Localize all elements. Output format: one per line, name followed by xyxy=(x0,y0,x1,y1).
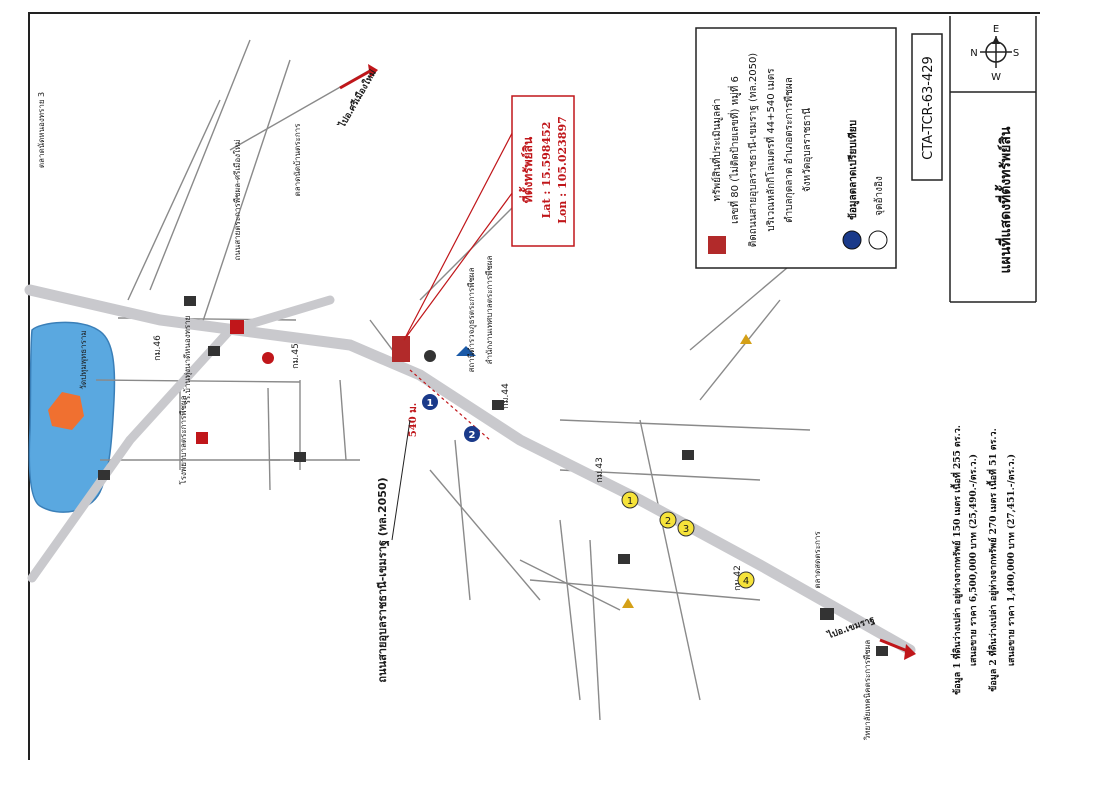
hospital-icon xyxy=(230,320,244,334)
school-icon xyxy=(492,400,504,410)
legend-subject-swatch xyxy=(708,236,726,254)
legend-subject-line: ติดถนนสายอุบลราชธานี-เขมราฐ (ทล.2050) xyxy=(747,53,759,247)
comparable-point-2: 2 xyxy=(659,511,677,529)
place-label: สำนักงานเทศบาลตระการพืชผล xyxy=(485,255,494,364)
compass-s: S xyxy=(1013,48,1019,59)
note-line: เสนอขาย ราคา 1,400,000 บาท (27,451.-/ตร.… xyxy=(1006,454,1017,666)
compass-w: W xyxy=(991,72,1001,83)
legend-subject-line: เลขที่ 80 (ไม่ติดป้ายเลขที่) หมู่ที่ 6 xyxy=(727,76,741,224)
svg-text:3: 3 xyxy=(683,524,689,535)
comparable-point-3: 3 xyxy=(677,519,695,537)
school-icon xyxy=(876,646,888,656)
office-icon xyxy=(424,350,436,362)
comparable-point-1: 1 xyxy=(621,491,639,509)
gas-station-icon xyxy=(262,352,274,364)
page-frame xyxy=(28,12,1040,760)
legend-reference-label: จุดอ้างอิง xyxy=(873,176,885,216)
reference-point-1: 1 xyxy=(422,394,438,410)
direction-arrows xyxy=(339,64,916,660)
legend-panel: ทรัพย์สินที่ประเมินมูลค่า เลขที่ 80 (ไม่… xyxy=(695,27,897,269)
km-marker-45: กม.45 xyxy=(291,343,301,369)
reference-points: 1 2 xyxy=(422,394,480,442)
school-icon xyxy=(618,554,630,564)
place-label: ตลาดนัดบ้านตระการ xyxy=(293,123,302,197)
legend-subject-line: จังหวัดอุบลราชธานี xyxy=(801,108,813,192)
subject-lon: Lon : 105.023897 xyxy=(556,116,569,224)
temple-icon xyxy=(622,598,634,608)
minor-roads xyxy=(95,39,821,721)
svg-text:2: 2 xyxy=(469,430,476,441)
distance-label: 540 ม. xyxy=(408,403,419,437)
km-markers: กม.46 กม.45 กม.44 กม.43 กม.42 xyxy=(153,335,743,591)
place-label: สถานีตำรวจภูธรตระการพืชผล xyxy=(467,267,477,372)
note-line: ข้อมูล 1 ที่ดินว่างเปล่า อยู่ห่างจากทรัพ… xyxy=(950,425,963,695)
reference-point-2: 2 xyxy=(464,426,480,442)
place-label: วัดปทุมพุทธาราม xyxy=(79,330,88,389)
compass-e: E xyxy=(993,24,999,35)
legend-subject-line: ตำบลกุดลาด อำเภอตระการพืชผล xyxy=(783,77,795,223)
note-line: เสนอขาย ราคา 6,500,000 บาท (25,490.-/ตร.… xyxy=(968,454,979,666)
svg-text:4: 4 xyxy=(743,576,749,587)
svg-text:1: 1 xyxy=(627,496,633,507)
place-label: วิทยาลัยเทคนิคตระการพืชผล xyxy=(863,640,872,741)
km-marker-46: กม.46 xyxy=(153,335,163,361)
place-label: ตลาดสดตระการ xyxy=(813,531,822,589)
school-icon xyxy=(98,470,110,480)
school-icon xyxy=(682,450,694,460)
subject-callout: ที่ตั้งทรัพย์สิน Lat : 15.598452 Lon : 1… xyxy=(403,95,575,341)
place-icons xyxy=(98,296,888,656)
market-icon xyxy=(820,608,834,620)
compass-rose-icon: N E S W xyxy=(970,24,1019,83)
legend-subject-label: ทรัพย์สินที่ประเมินมูลค่า xyxy=(709,99,723,202)
arrow-up-right-icon xyxy=(368,64,378,78)
subject-property-marker xyxy=(392,336,410,362)
place-label: ตลาดนัดหนองทราย 3 xyxy=(37,92,46,168)
subject-lat: Lat : 15.598452 xyxy=(540,122,553,219)
police-icon xyxy=(196,432,208,444)
main-roads xyxy=(24,284,916,656)
temple-icon xyxy=(48,392,84,430)
distance-indicator: 540 ม. xyxy=(408,369,491,441)
legend-subject-line: บริเวณหลักกิโลเมตรที่ 44+540 เมตร xyxy=(763,68,777,232)
title-block: CTA-TCR-63-429 แผนที่แสดงที่ตั้งทรัพย์สิ… xyxy=(911,16,1037,303)
km-marker-43: กม.43 xyxy=(595,457,605,483)
temple-icon xyxy=(740,334,752,344)
place-label: โรงพยาบาลตระการพืชผล xyxy=(178,395,188,484)
arrow-right-icon xyxy=(904,644,916,660)
lake xyxy=(28,321,116,513)
legend-reference-swatch xyxy=(842,230,862,250)
map-code: CTA-TCR-63-429 xyxy=(921,56,936,160)
compass-n: N xyxy=(970,48,977,59)
legend-compare-swatch xyxy=(868,230,888,250)
school-icon xyxy=(294,452,306,462)
school-icon xyxy=(208,346,220,356)
highway-label-group: ถนนสายอุบลราชธานี-เขมราฐ (ทล.2050) xyxy=(376,419,411,683)
comparable-notes: ข้อมูล 1 ที่ดินว่างเปล่า อยู่ห่างจากทรัพ… xyxy=(950,425,1017,695)
km-marker-44: กม.44 xyxy=(501,383,511,409)
place-label: รร.บ้านทุ่งนาดีหนองทราย xyxy=(183,316,192,405)
comparable-points: 1 2 3 4 xyxy=(621,491,755,589)
map-title: แผนที่แสดงที่ตั้งทรัพย์สิน xyxy=(994,126,1014,273)
highway-label: ถนนสายอุบลราชธานี-เขมราฐ (ทล.2050) xyxy=(376,477,390,682)
school-icon xyxy=(184,296,196,306)
subject-callout-title: ที่ตั้งทรัพย์สิน xyxy=(518,136,535,203)
place-label: ถนนสายตระการพืชผล-ศรีเมืองใหม่ xyxy=(233,140,242,261)
svg-text:1: 1 xyxy=(427,398,434,409)
landmark-icon xyxy=(456,346,476,356)
note-line: ข้อมูล 2 ที่ดินว่างเปล่า อยู่ห่างจากทรัพ… xyxy=(986,428,999,692)
legend-compare-label: ข้อมูลตลาดเปรียบเทียบ xyxy=(847,120,860,220)
comparable-point-4: 4 xyxy=(737,571,755,589)
svg-text:2: 2 xyxy=(665,516,671,527)
